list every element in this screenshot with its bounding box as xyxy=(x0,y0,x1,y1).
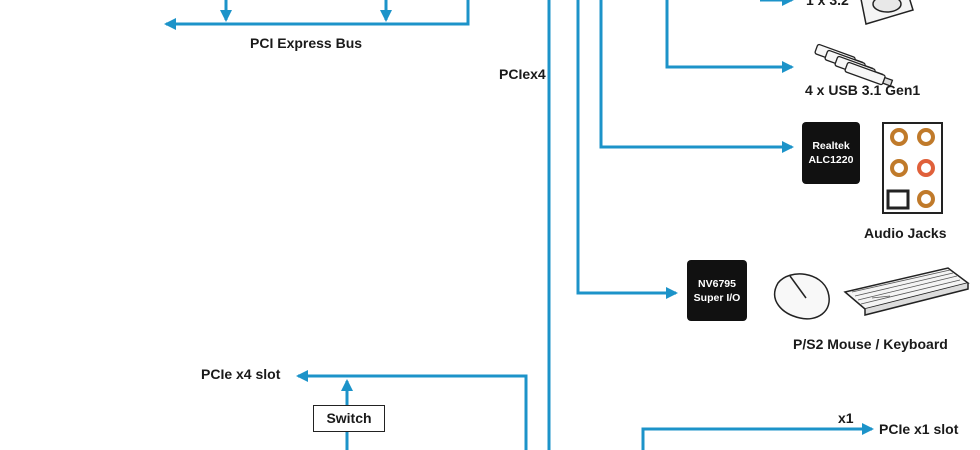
audio-link xyxy=(599,0,794,153)
pcie-x4-slot-label: PCIe x4 slot xyxy=(201,366,281,382)
pcie-x4-link-label: PCIex4 xyxy=(499,66,546,82)
usb31-label: 4 x USB 3.1 Gen1 xyxy=(805,82,921,98)
pcie-x1-slot-label: PCIe x1 slot xyxy=(879,421,959,437)
realtek-chip-line2: ALC1220 xyxy=(808,154,854,166)
audio-jacks-label: Audio Jacks xyxy=(864,225,947,241)
realtek-chip-line1: Realtek xyxy=(812,140,850,152)
pcie-x1-slot-link xyxy=(641,423,874,450)
usb32-label: 1 x 3.2 xyxy=(806,0,849,8)
audio-jacks-icon xyxy=(882,122,943,214)
ps2-label: P/S2 Mouse / Keyboard xyxy=(793,336,948,352)
hdd-icon xyxy=(860,0,914,25)
superio-link xyxy=(576,0,678,299)
realtek-chip: Realtek ALC1220 xyxy=(802,122,860,184)
switch-box: Switch xyxy=(313,405,385,432)
pci-express-bus-label: PCI Express Bus xyxy=(250,35,363,51)
x1-label: x1 xyxy=(838,410,854,426)
keyboard-icon xyxy=(843,267,970,316)
usb31-link xyxy=(665,0,794,73)
usb-sticks-icon xyxy=(814,43,894,87)
pci-bus-line xyxy=(164,0,470,30)
pcie-x4-slot-link xyxy=(296,370,528,450)
superio-chip-line1: NV6795 xyxy=(698,277,736,290)
superio-chip: NV6795 Super I/O xyxy=(687,260,747,321)
mouse-icon xyxy=(773,273,830,320)
superio-chip-line2: Super I/O xyxy=(693,291,741,304)
